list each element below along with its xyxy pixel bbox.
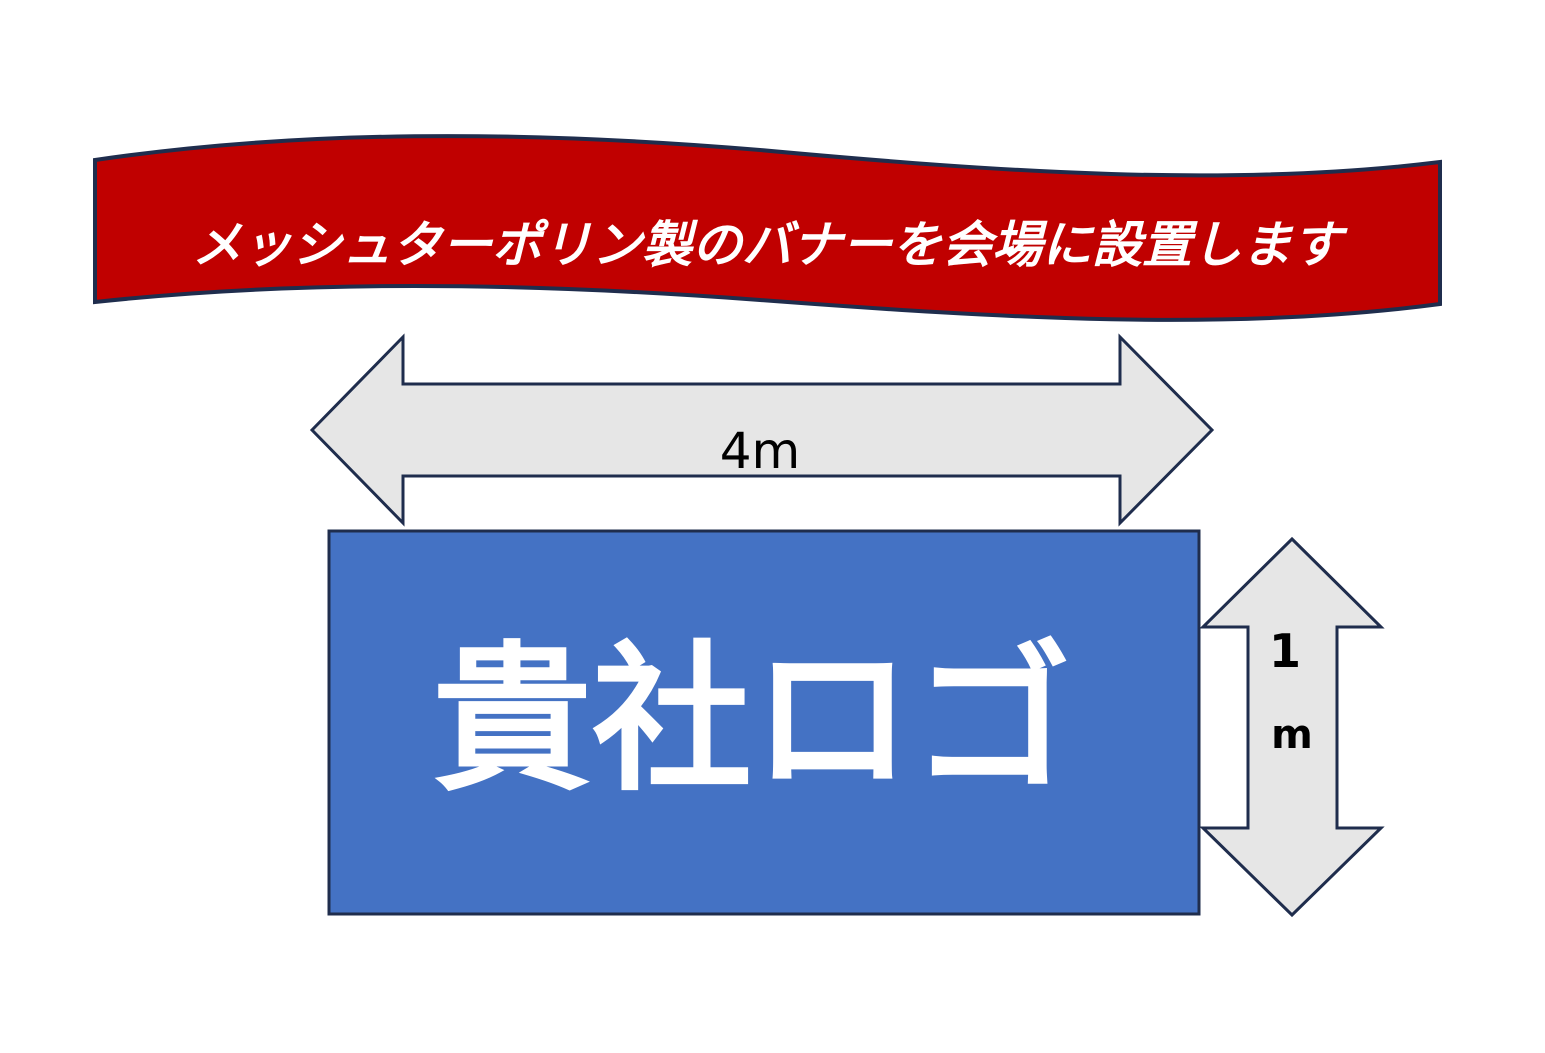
- width-arrow: 4m: [309, 333, 1215, 527]
- width-arrow-label: 4m: [720, 422, 801, 480]
- logo-box-shape: [327, 529, 1201, 916]
- banner-text: メッシュターポリン製のバナーを会場に設置します: [192, 216, 1348, 274]
- width-arrow-shape: [309, 333, 1215, 527]
- height-arrow-label-number: 1: [1269, 624, 1301, 678]
- height-arrow-shape: [1199, 536, 1385, 918]
- logo-box: 貴社ロゴ: [327, 529, 1201, 916]
- banner-shape: [93, 134, 1442, 322]
- height-arrow: 1 m: [1199, 536, 1385, 918]
- banner: メッシュターポリン製のバナーを会場に設置します: [93, 134, 1442, 322]
- logo-box-label: 貴社ロゴ: [432, 626, 1072, 813]
- height-arrow-label-unit: m: [1271, 712, 1313, 758]
